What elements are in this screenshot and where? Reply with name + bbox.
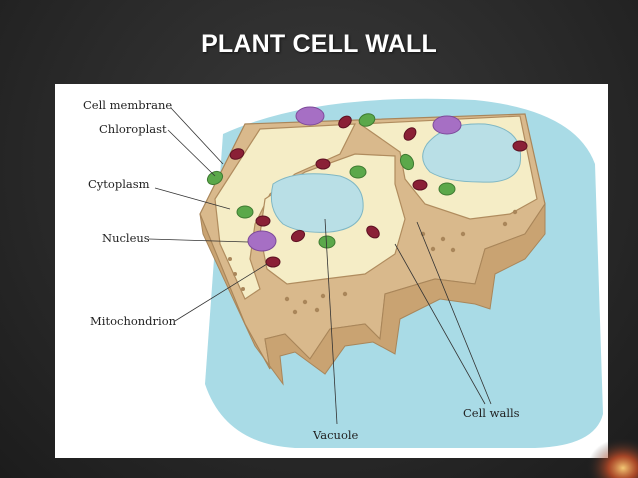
nucleus: [432, 115, 462, 135]
mitochondrion: [265, 256, 281, 268]
leader-cell-walls-2: [416, 221, 492, 405]
chloroplasts: [206, 113, 456, 249]
mitochondrion: [290, 229, 306, 243]
diagram-panel: Cell membrane Chloroplast Cytoplasm Nucl…: [55, 84, 608, 458]
chloroplast: [438, 182, 456, 196]
mitochondrion: [403, 127, 417, 141]
leader-chloroplast: [167, 129, 216, 177]
mitochondrion: [412, 179, 428, 191]
leader-cell-membrane: [170, 107, 224, 165]
label-cell-walls: Cell walls: [463, 406, 520, 420]
vacuole-center: [270, 173, 364, 233]
leader-vacuole: [324, 218, 338, 425]
nucleus: [295, 106, 325, 126]
corner-glow-decoration: [578, 428, 638, 478]
nucleus: [247, 230, 277, 252]
mitochondrion: [255, 215, 271, 227]
vacuole-top-right: [422, 123, 522, 183]
chloroplast: [318, 235, 336, 249]
label-nucleus: Nucleus: [102, 231, 150, 245]
cell-wall-front-face: [199, 202, 546, 386]
mitochondrion: [512, 140, 528, 152]
label-mitochondrion: Mitochondrion: [90, 314, 177, 328]
leader-cytoplasm: [154, 187, 231, 210]
chloroplast: [358, 113, 376, 127]
leader-cell-walls-1: [394, 243, 486, 405]
slide-title: PLANT CELL WALL: [201, 30, 437, 58]
chloroplast: [399, 153, 415, 171]
mitochondrion: [229, 148, 245, 160]
leader-nucleus: [148, 238, 249, 243]
leader-mitochondrion: [174, 263, 268, 322]
mitochondrion: [366, 225, 380, 239]
label-chloroplast: Chloroplast: [99, 122, 167, 136]
chloroplast: [236, 205, 254, 219]
chloroplast: [349, 165, 367, 179]
plant-cell-diagram: Cell membrane Chloroplast Cytoplasm Nucl…: [83, 98, 603, 448]
label-cytoplasm: Cytoplasm: [88, 177, 150, 191]
label-cell-membrane: Cell membrane: [83, 98, 172, 112]
mitochondria: [229, 115, 528, 268]
mitochondrion: [338, 115, 352, 129]
mitochondrion: [315, 158, 331, 170]
wall-pores: [228, 209, 518, 315]
label-vacuole: Vacuole: [312, 428, 359, 442]
